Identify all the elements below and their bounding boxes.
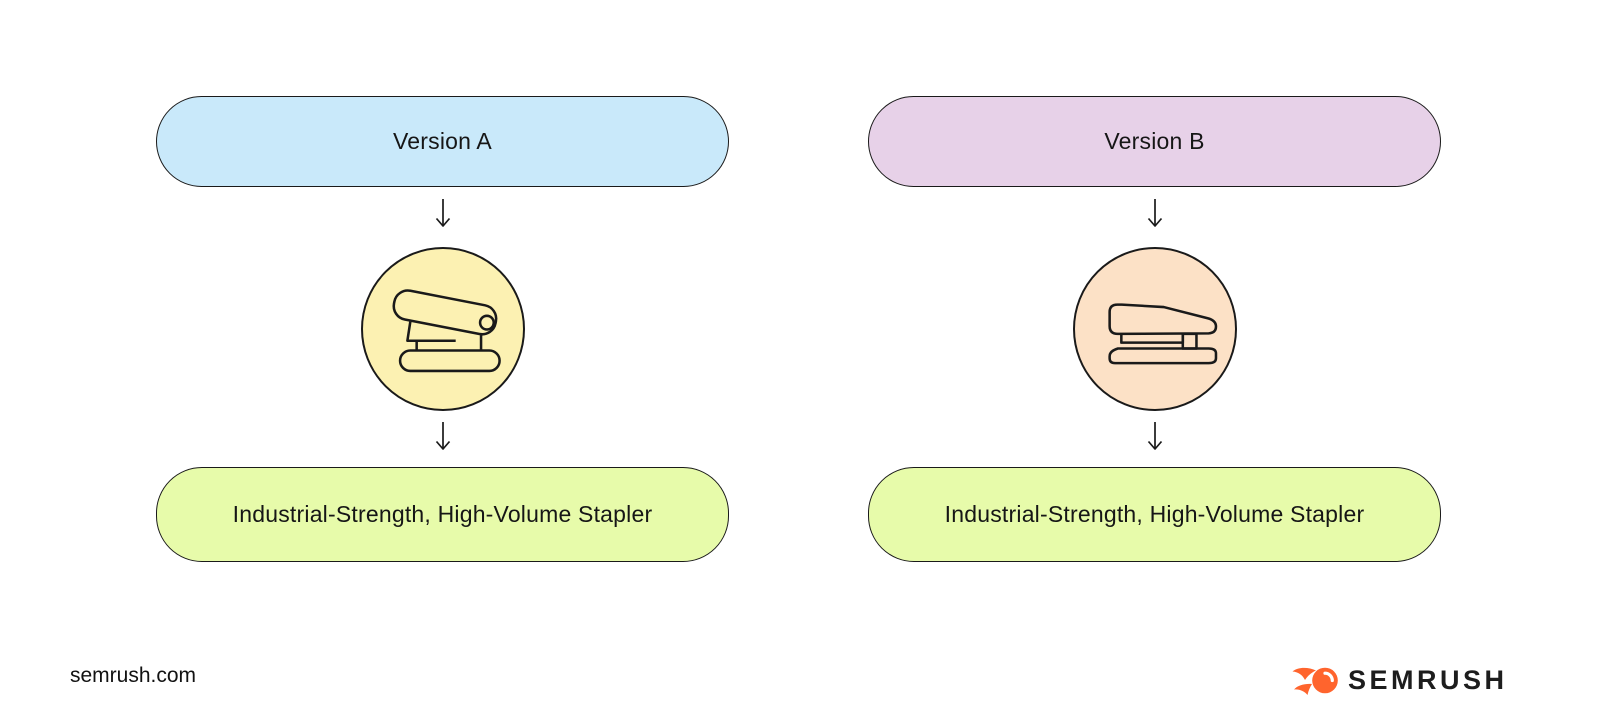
column-version-b: Version B Industrial-Strength, High-Volu… — [868, 96, 1441, 562]
result-a-label: Industrial-Strength, High-Volume Stapler — [232, 501, 653, 527]
result-a-pill: Industrial-Strength, High-Volume Stapler — [156, 467, 729, 562]
semrush-wordmark: SEMRUSH — [1348, 665, 1508, 695]
version-b-pill: Version B — [868, 96, 1441, 187]
down-arrow-icon — [1147, 422, 1162, 450]
result-b-pill: Industrial-Strength, High-Volume Stapler — [868, 467, 1441, 562]
down-arrow-icon — [435, 422, 450, 450]
result-b-label: Industrial-Strength, High-Volume Stapler — [944, 501, 1365, 527]
site-label: semrush.com — [70, 664, 197, 687]
semrush-logo: SEMRUSH — [1292, 666, 1508, 695]
icon-circle-b — [1072, 247, 1237, 411]
stapler-open-icon — [391, 289, 501, 373]
version-b-label: Version B — [1104, 128, 1205, 154]
version-a-pill: Version A — [156, 96, 729, 187]
down-arrow-icon — [1147, 199, 1162, 227]
semrush-comet-icon — [1292, 667, 1338, 695]
column-version-a: Version A Industrial-Strength, Hig — [156, 96, 729, 562]
icon-circle-a — [360, 247, 525, 411]
version-a-label: Version A — [393, 128, 492, 154]
stapler-closed-icon — [1107, 303, 1217, 365]
down-arrow-icon — [435, 199, 450, 227]
